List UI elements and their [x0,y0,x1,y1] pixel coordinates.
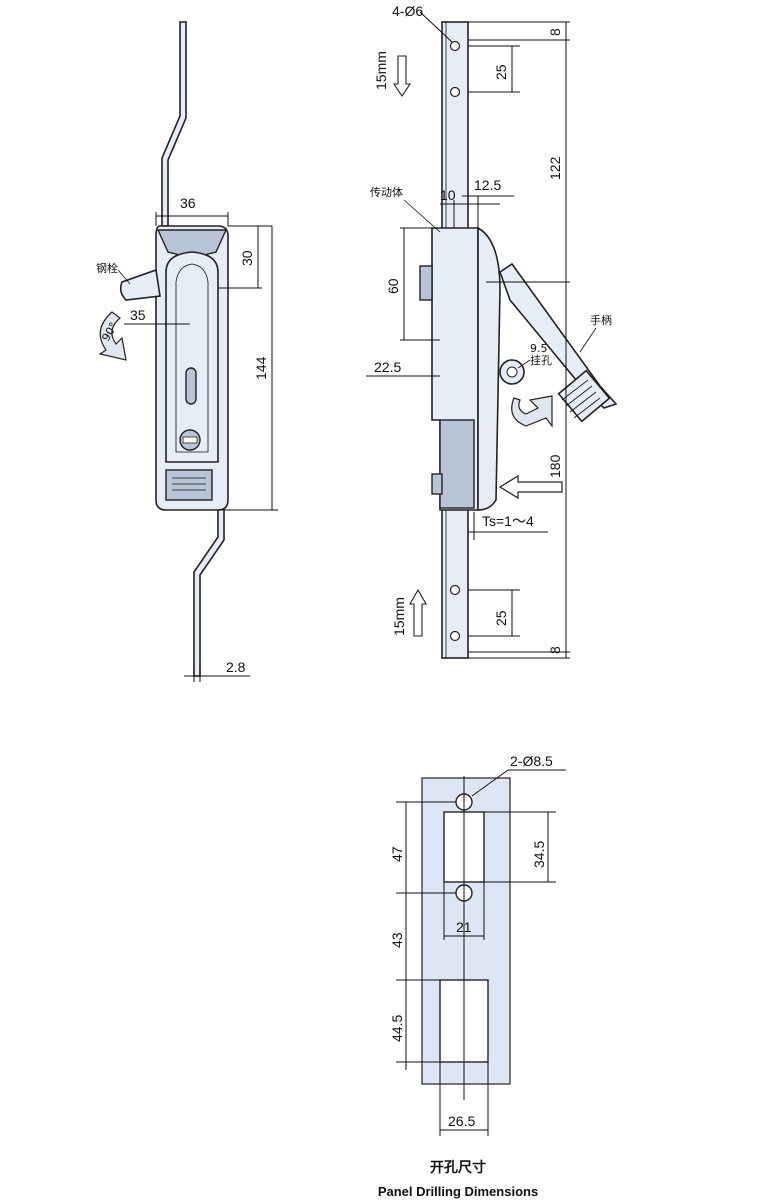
front-steel-bolt [119,268,161,301]
side-rod-hole [449,86,461,98]
front-view: 36 30 144 35 2.8 90° 钢栓 [96,21,278,682]
side-dim-ts: Ts=1～4 [482,513,534,529]
side-cover [477,226,501,511]
front-handle [165,251,219,463]
front-handle-inner [175,263,209,453]
panel-drilling-view: 2-Ø8.5 47 34.5 21 43 44.5 26.5 开孔尺寸 Pane… [378,753,566,1199]
side-travel-top: 15mm [373,51,389,90]
rotation-arrow-icon [98,311,127,361]
panel-caption-cn: 开孔尺寸 [430,1159,486,1176]
side-label-transmission-body: 传动体 [370,185,403,199]
front-keyhole-slot [182,436,198,444]
side-rod-hole [449,40,461,52]
side-travel-bottom: 15mm [391,597,407,636]
side-dim-22-5: 22.5 [374,359,401,375]
panel-caption-en: Panel Drilling Dimensions [378,1184,538,1199]
panel-dim-34-5: 34.5 [531,841,547,868]
panel-dim-holes: 2-Ø8.5 [510,753,553,769]
side-knob-bottom [431,473,443,495]
side-dim-8-top: 8 [547,28,563,36]
side-dim-holes: 4-Ø6 [392,3,423,19]
panel-dim-44-5: 44.5 [389,1015,405,1042]
panel-dim-21: 21 [456,919,472,935]
side-body-lower [439,419,475,509]
side-rod-hole [449,630,461,642]
side-dim-10: 10 [440,187,456,203]
front-dim-2-8: 2.8 [226,659,246,675]
travel-up-arrow-icon [409,588,427,637]
side-grip [557,369,611,423]
side-dim-9-5: 9.5 [530,342,548,355]
front-lower-rod [193,504,225,677]
side-rotation-arrow-icon [511,395,553,428]
panel-dim-47: 47 [389,846,405,862]
front-dim-144: 144 [253,356,269,380]
front-dim-36: 36 [180,195,196,211]
side-dim-25-top: 25 [493,64,509,80]
panel-dim-43: 43 [389,932,405,948]
side-knob-top [419,265,433,301]
side-label-handle: 手柄 [590,313,612,327]
front-bottom-grip [165,469,213,501]
side-push-arrow-icon [498,474,563,500]
side-dim-25-bottom: 25 [493,610,509,626]
side-dim-180: 180 [547,454,563,478]
panel-dim-26-5: 26.5 [448,1113,475,1129]
front-label-steel-bolt: 钢栓 [96,261,118,275]
side-dim-8-bottom: 8 [547,646,563,654]
side-dim-122: 122 [547,156,563,180]
side-rod-hole [449,584,461,596]
side-padlock-hole [506,366,518,378]
travel-down-arrow-icon [392,55,412,97]
side-dim-60: 60 [385,278,401,294]
side-dim-12-5: 12.5 [474,177,501,193]
front-slot [185,367,197,405]
side-label-padlock-hole: 挂孔 [530,353,552,367]
front-dim-30: 30 [239,250,255,266]
side-view: 4-Ø6 8 25 122 10 12.5 60 22.5 9.5 180 Ts… [366,3,618,659]
front-dim-35: 35 [130,307,146,323]
